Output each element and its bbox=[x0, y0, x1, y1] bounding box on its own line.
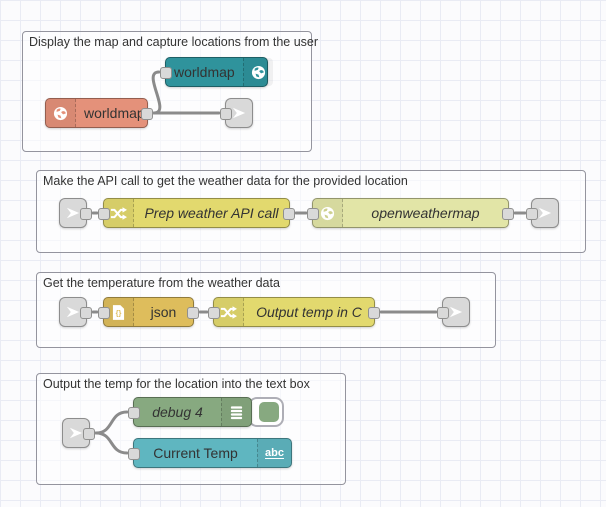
globe-icon bbox=[46, 99, 76, 127]
input-port[interactable] bbox=[526, 208, 538, 220]
input-port[interactable] bbox=[307, 208, 319, 220]
node-openweathermap[interactable]: openweathermap bbox=[307, 198, 514, 228]
node-label: Prep weather API call bbox=[144, 205, 279, 221]
svg-text:{}: {} bbox=[116, 308, 122, 317]
output-port[interactable] bbox=[187, 307, 199, 319]
paper-plane-icon bbox=[232, 107, 246, 119]
input-port[interactable] bbox=[128, 448, 140, 460]
group-display-map[interactable]: Display the map and capture locations fr… bbox=[22, 31, 318, 152]
wire[interactable] bbox=[151, 70, 162, 115]
input-port[interactable] bbox=[220, 108, 232, 120]
node-link-out[interactable] bbox=[437, 297, 470, 327]
node-link-in[interactable] bbox=[62, 418, 95, 448]
node-change-prep-weather[interactable]: Prep weather API call bbox=[98, 198, 295, 228]
output-port[interactable] bbox=[80, 208, 92, 220]
input-port[interactable] bbox=[437, 307, 449, 319]
node-label: worldmap bbox=[174, 64, 235, 80]
group-title: Display the map and capture locations fr… bbox=[29, 35, 319, 49]
group-title: Get the temperature from the weather dat… bbox=[43, 276, 280, 290]
paper-plane-icon bbox=[66, 306, 80, 318]
node-label: openweathermap bbox=[371, 205, 480, 221]
node-label: Output temp in C bbox=[256, 304, 362, 320]
node-worldmap-output[interactable]: worldmap bbox=[160, 57, 273, 87]
node-link-out[interactable] bbox=[220, 98, 253, 128]
group-output-temp[interactable]: Output the temp for the location into th… bbox=[36, 373, 346, 485]
debug-toggle-indicator bbox=[259, 402, 279, 422]
node-worldmap-input[interactable]: worldmap bbox=[45, 98, 153, 128]
paper-plane-icon bbox=[538, 207, 552, 219]
node-link-in[interactable] bbox=[59, 198, 92, 228]
output-port[interactable] bbox=[83, 428, 95, 440]
input-port[interactable] bbox=[98, 307, 110, 319]
group-title: Output the temp for the location into th… bbox=[43, 377, 310, 391]
input-port[interactable] bbox=[98, 208, 110, 220]
node-json[interactable]: {} json bbox=[98, 297, 199, 327]
input-port[interactable] bbox=[160, 67, 172, 79]
output-port[interactable] bbox=[502, 208, 514, 220]
input-port[interactable] bbox=[208, 307, 220, 319]
wire[interactable] bbox=[94, 410, 129, 435]
output-port[interactable] bbox=[368, 307, 380, 319]
node-ui-text-current-temp[interactable]: Current Temp abc bbox=[128, 438, 292, 468]
node-label: debug 4 bbox=[152, 404, 203, 420]
paper-plane-icon bbox=[69, 427, 83, 439]
globe-icon bbox=[242, 58, 273, 86]
output-port[interactable] bbox=[80, 307, 92, 319]
output-port[interactable] bbox=[283, 208, 295, 220]
node-label: json bbox=[150, 304, 177, 320]
node-debug[interactable]: debug 4 bbox=[128, 397, 252, 427]
node-link-in[interactable] bbox=[59, 297, 92, 327]
node-label: Current Temp bbox=[153, 445, 238, 461]
node-link-out[interactable] bbox=[526, 198, 559, 228]
debug-enable-toggle[interactable] bbox=[248, 397, 284, 427]
abc-icon: abc bbox=[257, 439, 291, 467]
output-port[interactable] bbox=[141, 108, 153, 120]
input-port[interactable] bbox=[128, 407, 140, 419]
debug-list-icon bbox=[221, 398, 251, 426]
node-change-output-temp[interactable]: Output temp in C bbox=[208, 297, 380, 327]
paper-plane-icon bbox=[66, 207, 80, 219]
paper-plane-icon bbox=[449, 306, 463, 318]
node-label: worldmap bbox=[84, 105, 145, 121]
wire[interactable] bbox=[94, 431, 129, 455]
group-title: Make the API call to get the weather dat… bbox=[43, 174, 408, 188]
